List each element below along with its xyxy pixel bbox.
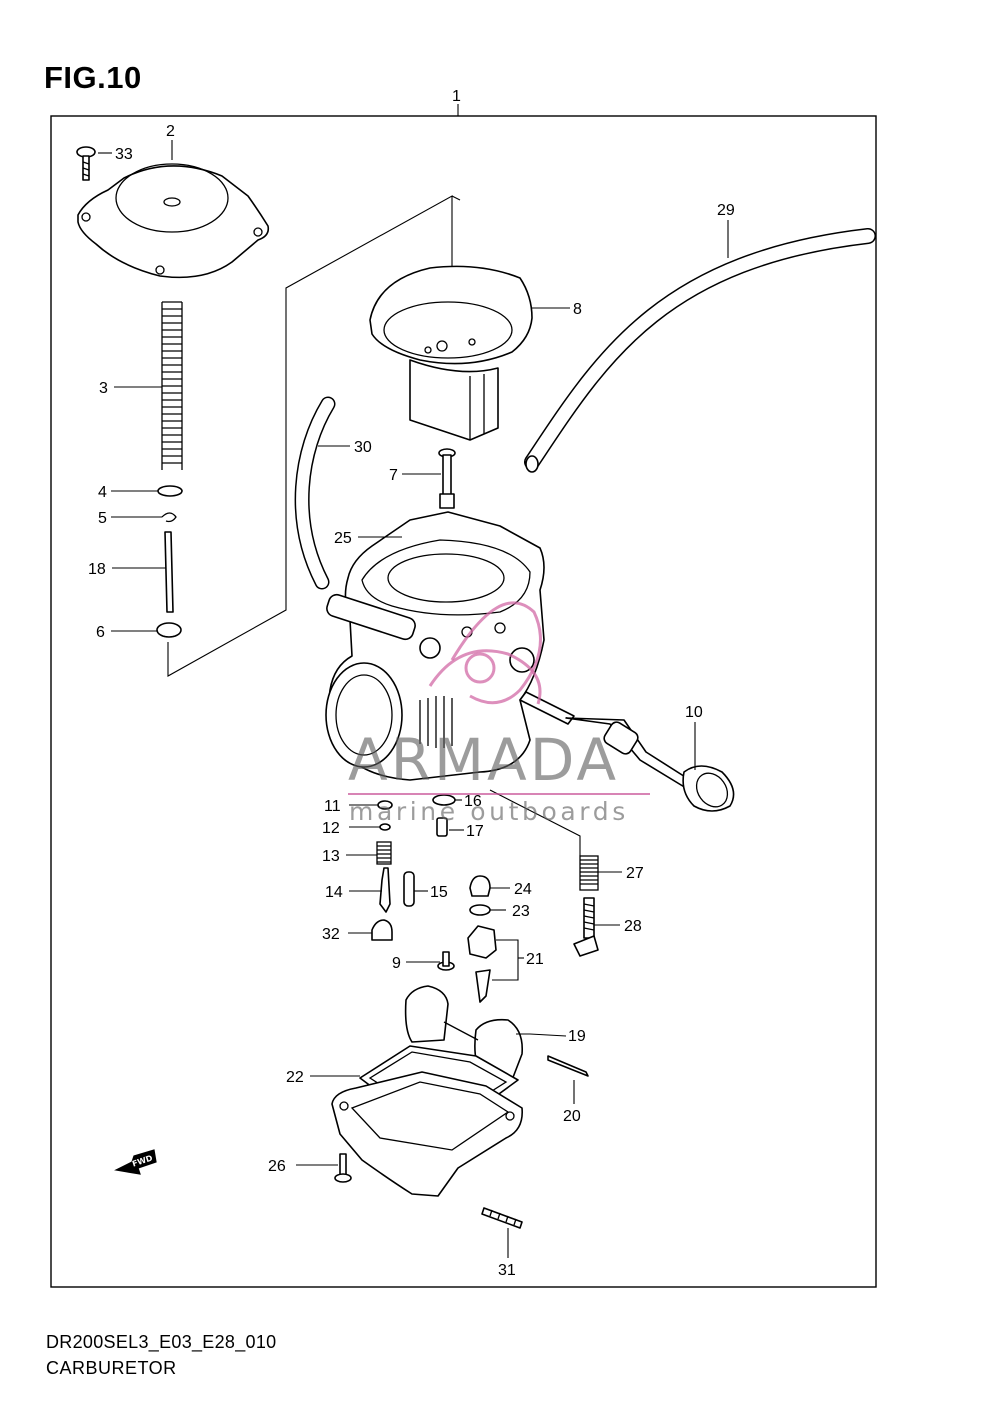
part-27-spring: [579, 855, 599, 891]
part-23-o-ring: [469, 904, 491, 916]
callout-20: 20: [563, 1108, 581, 1125]
fwd-arrow-icon: FWD: [114, 1149, 157, 1175]
callout-10: 10: [685, 704, 703, 721]
callout-23: 23: [512, 903, 530, 920]
callout-leaders: [98, 140, 729, 1258]
assembly-frame: [50, 115, 877, 1288]
part-7-screw: [438, 448, 456, 509]
callout-22: 22: [286, 1069, 304, 1086]
diagram-code: DR200SEL3_E03_E28_010: [46, 1332, 277, 1352]
part-32-jet-holder: [371, 919, 393, 941]
part-30-short-hose: [294, 396, 336, 590]
callout-17: 17: [466, 823, 484, 840]
callout-8: 8: [573, 301, 582, 318]
callout-25: 25: [334, 530, 352, 547]
part-13-spring: [376, 841, 392, 865]
callout-11: 11: [324, 798, 341, 815]
watermark-tagline: marine outboards: [349, 797, 629, 826]
part-3-spring: [161, 301, 183, 470]
part-10-choke-cable: [565, 717, 735, 812]
part-31-drain-screw: [481, 1207, 523, 1229]
callout-21: 21: [526, 951, 544, 968]
callout-1: 1: [452, 88, 461, 105]
part-26-screw: [334, 1153, 352, 1183]
callout-24: 24: [514, 881, 532, 898]
callout-5: 5: [98, 510, 107, 527]
callout-6: 6: [96, 624, 105, 641]
callout-13: 13: [322, 848, 340, 865]
callout-15: 15: [430, 884, 448, 901]
callout-30: 30: [354, 439, 372, 456]
part-14-pilot-screw: [379, 867, 391, 913]
callout-labels: 1 2 3 4 5 6 7 8 9 10 11 12 13 14 15 16 1…: [88, 88, 735, 1279]
part-9-screw: [437, 951, 455, 971]
float-chamber: [331, 1071, 523, 1197]
callout-14: 14: [325, 884, 343, 901]
part-18-needle: [164, 531, 174, 613]
figure-title: FIG.10: [44, 60, 142, 95]
callout-7: 7: [389, 467, 398, 484]
callout-26: 26: [268, 1158, 286, 1175]
diagram-name: CARBURETOR: [46, 1358, 177, 1378]
part-17-jet: [436, 817, 448, 837]
part-29-long-hose: [524, 228, 876, 473]
callout-27: 27: [626, 865, 644, 882]
carburetor-body: [325, 511, 575, 781]
part-19-float: [404, 985, 524, 1081]
watermark-brand: ARMADA: [348, 726, 620, 794]
part-33-screw: [76, 146, 96, 181]
callout-4: 4: [98, 484, 107, 501]
callout-19: 19: [568, 1028, 586, 1045]
part-20-float-pin: [547, 1055, 589, 1077]
part-5-clip: [161, 512, 177, 523]
part-2-top-cap: [77, 163, 270, 279]
callout-2: 2: [166, 123, 175, 140]
part-21-needle-valve: [467, 925, 497, 1003]
callout-33: 33: [115, 146, 133, 163]
callout-31: 31: [498, 1262, 516, 1279]
callout-12: 12: [322, 820, 340, 837]
part-24-cap: [469, 875, 491, 897]
watermark-rule: [348, 793, 650, 795]
callout-18: 18: [88, 561, 106, 578]
part-4-washer: [157, 485, 183, 497]
callout-32: 32: [322, 926, 340, 943]
armada-logo-icon: [428, 601, 542, 705]
callout-9: 9: [392, 955, 401, 972]
part-8-diaphragm-piston: [369, 265, 533, 441]
callout-16: 16: [464, 793, 482, 810]
part-28-throttle-screw: [573, 897, 599, 957]
callout-29: 29: [717, 202, 735, 219]
part-15-jet: [403, 871, 415, 907]
callout-28: 28: [624, 918, 642, 935]
callout-3: 3: [99, 380, 108, 397]
part-6-holder: [156, 622, 182, 638]
